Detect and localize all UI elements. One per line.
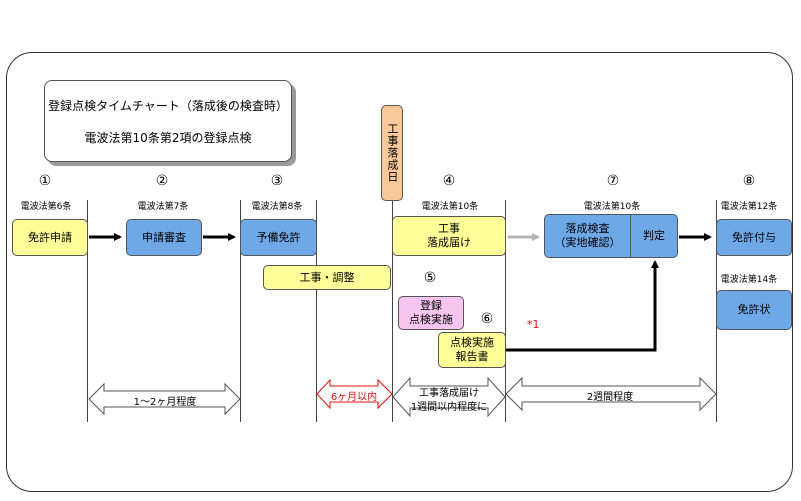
step-number-3: ③ <box>270 173 284 189</box>
chart-title: 登録点検タイムチャート（落成後の検査時） <box>48 99 288 113</box>
step-number-1: ① <box>38 173 52 189</box>
law-label-9: 電波法第14条 <box>720 275 778 285</box>
law-label-3: 電波法第8条 <box>251 202 303 212</box>
guide-line <box>505 200 506 422</box>
guide-line <box>316 200 317 422</box>
step-number-4: ④ <box>442 173 456 189</box>
guide-line <box>392 200 393 422</box>
preliminary-license-box: 予備免許 <box>240 219 317 256</box>
outer-frame <box>6 52 793 492</box>
span-label-4: 2週間程度 <box>586 392 634 403</box>
license-grant-box: 免許付与 <box>716 219 792 256</box>
step-number-5: ⑤ <box>423 270 437 286</box>
completion-notice-box: 工事落成届け <box>392 216 506 256</box>
inspection-report-box: 点検実施報告書 <box>438 332 506 368</box>
span-arrow-3 <box>392 376 506 418</box>
step-number-8: ⑧ <box>742 173 756 189</box>
guide-line <box>87 200 88 422</box>
construction-completion-day: 工事落成日 <box>381 105 403 201</box>
span-label-2: 6ヶ月以内 <box>330 392 378 403</box>
application-review-box: 申請審査 <box>126 219 202 256</box>
judgement-cell: 判定 <box>643 229 665 243</box>
completion-inspection-box: 落成検査（実地確認） 判定 <box>544 214 678 258</box>
guide-line <box>240 200 241 422</box>
span-label-3b: 1週間以内程度に <box>410 402 488 413</box>
arrow-report-to-judgement <box>506 260 659 352</box>
note-marker: *1 <box>527 318 540 331</box>
title-box: 登録点検タイムチャート（落成後の検査時） 電波法第10条第2項の登録点検 <box>44 80 292 162</box>
inspection-cell: 落成検査（実地確認） <box>545 215 631 257</box>
step-number-7: ⑦ <box>606 173 620 189</box>
law-label-8: 電波法第12条 <box>720 202 778 212</box>
law-label-1: 電波法第6条 <box>20 202 72 212</box>
chart-subtitle: 電波法第10条第2項の登録点検 <box>84 131 252 145</box>
step-number-2: ② <box>155 173 169 189</box>
span-arrow-1 <box>88 382 241 416</box>
span-label-3a: 工事落成届け <box>419 388 479 399</box>
law-label-7: 電波法第10条 <box>583 202 641 212</box>
span-label-1: 1～2ヶ月程度 <box>133 397 197 408</box>
law-label-4: 電波法第10条 <box>421 202 479 212</box>
law-label-2: 電波法第7条 <box>137 202 189 212</box>
span-arrow-4 <box>505 376 717 412</box>
registered-inspection-box: 登録点検実施 <box>398 296 464 330</box>
span-arrow-2 <box>316 378 393 410</box>
step-number-6: ⑥ <box>480 311 494 327</box>
license-certificate-box: 免許状 <box>716 290 792 330</box>
construction-adjustment-box: 工事・調整 <box>263 265 391 290</box>
license-application-box: 免許申請 <box>12 219 88 256</box>
